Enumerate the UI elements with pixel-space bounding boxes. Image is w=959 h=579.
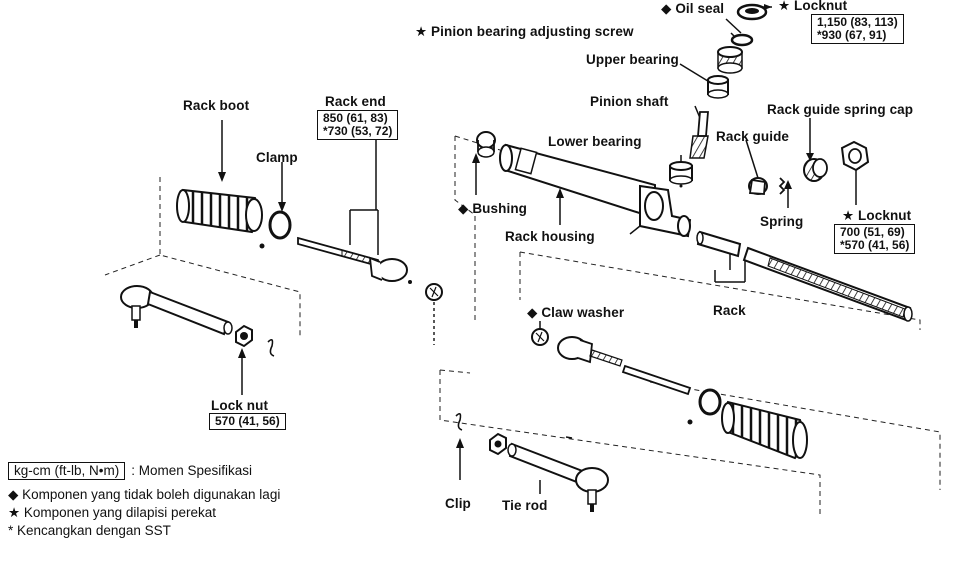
pinion-shaft-label: Pinion shaft [590,94,669,109]
torque-value: 700 (51, 69) [840,225,905,239]
rack-boot-left [176,188,263,234]
legend-diamond: ◆ Komponen yang tidak boleh digunakan la… [8,487,281,502]
rack-label: Rack [713,303,746,318]
rack-housing [499,143,692,238]
rack-boot-right [721,400,808,460]
lock-nut-right [489,432,507,456]
legend-unit-row: kg-cm (ft-lb, N•m) : Momen Spesifikasi [8,462,252,480]
claw-washer-label: ◆ Claw washer [527,305,625,320]
lock-nut-left [235,324,253,348]
bushing [476,131,496,158]
lower-bearing [669,161,693,188]
lock-nut-torque-box: 570 (41, 56) [209,413,286,430]
locknut-right [840,140,870,172]
clip-left [267,338,275,357]
claw-washer-right [531,328,549,346]
rack-guide [748,177,768,195]
torque-value: 1,150 (83, 113) [817,15,898,29]
rack-housing-label: Rack housing [505,229,595,244]
rack-end-right [557,336,692,396]
locknut-top [736,3,768,21]
legend-star: ★ Komponen yang dilapisi perekat [8,505,216,520]
torque-value: 850 (61, 83) [323,111,388,125]
spring [778,177,786,195]
rack-end-torque-box: 850 (61, 83) *730 (53, 72) [317,110,399,140]
torque-value-sst: *930 (67, 91) [817,28,887,42]
legend-asterisk: * Kencangkan dengan SST [8,523,171,538]
rack-guide-spring-cap [803,158,828,182]
locknut-top-torque-box: 1,150 (83, 113) *930 (67, 91) [811,14,904,44]
tie-rod-left [120,285,233,336]
torque-value-sst: *730 (53, 72) [323,124,393,138]
locknut-top-label: ★ Locknut [778,0,848,13]
claw-washer-left [425,283,443,301]
clamp-label: Clamp [256,150,298,165]
torque-value: 570 (41, 56) [215,414,280,428]
rack-guide-spring-cap-label: Rack guide spring cap [767,102,914,117]
rack [696,230,913,322]
legend-unit: kg-cm (ft-lb, N•m) [8,462,126,480]
oil-seal-label: ◆ Oil seal [661,1,725,16]
upper-bearing [707,75,729,99]
torque-value-sst: *570 (41, 56) [840,238,910,252]
spring-label: Spring [760,214,804,229]
legend-unit-desc: : Momen Spesifikasi [131,463,253,478]
pinion-shaft [689,111,709,159]
pinion-bearing-adjusting-screw-label: ★ Pinion bearing adjusting screw [415,24,634,39]
rack-boot-label: Rack boot [183,98,250,113]
pinion-bearing-adjusting-screw [717,46,743,74]
rack-end-left [297,236,412,284]
tie-rod-label: Tie rod [502,498,548,513]
locknut-right-torque-box: 700 (51, 69) *570 (41, 56) [834,224,916,254]
dashed-guide-lines [104,135,941,518]
lock-nut-label: Lock nut [211,398,269,413]
clip-right [455,412,463,431]
tie-rod-right [507,442,609,512]
clamp-right [687,388,722,425]
rack-guide-label: Rack guide [716,129,790,144]
locknut-right-label: ★ Locknut [842,208,912,223]
clip-label: Clip [445,496,471,511]
upper-bearing-label: Upper bearing [586,52,679,67]
rack-end-label: Rack end [325,94,386,109]
bushing-label: ◆ Bushing [458,201,528,216]
lower-bearing-label: Lower bearing [548,134,642,149]
oil-seal [730,33,754,47]
clamp-left [259,210,292,249]
